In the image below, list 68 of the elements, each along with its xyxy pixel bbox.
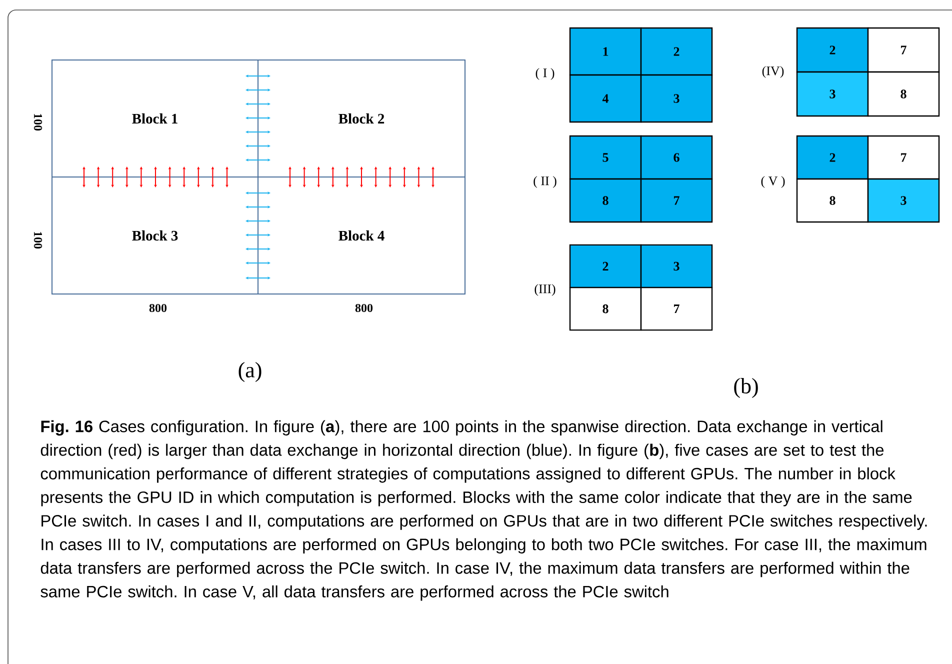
exchange-arrow [246, 276, 270, 280]
exchange-arrow [288, 166, 292, 188]
case-label: ( V ) [761, 176, 785, 188]
exchange-arrow [374, 166, 378, 188]
exchange-arrow [246, 219, 270, 223]
exchange-arrow [246, 233, 270, 237]
exchange-arrow [246, 144, 270, 148]
exchange-arrow [125, 166, 128, 188]
panel-label: (b) [734, 378, 758, 398]
exchange-arrow [168, 166, 172, 188]
exchange-arrow [246, 116, 270, 120]
block-region: Block 4 [258, 176, 466, 294]
grid-cell: 5 [569, 135, 642, 180]
grid-cell: 7 [867, 135, 940, 180]
exchange-arrow [317, 166, 320, 188]
panel-label: (a) [238, 362, 262, 382]
exchange-arrow [402, 166, 406, 188]
block-region: Block 1 [52, 60, 258, 178]
exchange-arrow [246, 158, 270, 162]
exchange-arrow [182, 166, 186, 188]
grid-cell: 2 [569, 244, 642, 288]
exchange-arrow [225, 166, 229, 188]
exchange-arrow [140, 166, 143, 188]
grid-cell: 3 [867, 178, 940, 223]
grid-cell: 7 [640, 178, 713, 223]
case-label: ( I ) [536, 68, 554, 80]
exchange-arrow [431, 166, 435, 188]
exchange-arrow [154, 166, 158, 188]
grid-cell: 8 [796, 178, 869, 223]
exchange-arrow [246, 247, 270, 251]
exchange-arrow [82, 166, 86, 188]
grid-cell: 1 [569, 27, 642, 76]
exchange-arrow [246, 74, 270, 78]
grid-cell: 7 [867, 27, 940, 73]
exchange-arrow [211, 166, 214, 188]
grid-cell: 3 [640, 244, 713, 288]
exchange-arrow [246, 261, 270, 265]
exchange-arrow [246, 88, 270, 92]
grid-cell: 8 [569, 178, 642, 223]
grid-cell: 8 [867, 71, 940, 117]
block-region: Block 3 [52, 176, 258, 294]
case-label: (IV) [762, 66, 784, 78]
grid-cell: 3 [640, 74, 713, 123]
exchange-arrow [96, 166, 100, 188]
block-region: Block 2 [258, 60, 466, 178]
case-label: ( II ) [534, 176, 556, 188]
grid-cell: 2 [640, 27, 713, 76]
exchange-arrow [417, 166, 420, 188]
exchange-arrow [111, 166, 114, 188]
exchange-arrow [246, 205, 270, 209]
exchange-arrow [331, 166, 334, 188]
grid-cell: 8 [569, 286, 642, 331]
caption: Fig. 16 Cases configuration. In figure (a), there are 100 points in the spanwise direction. Data exchange in vertical direction (red) is larger than data exchange in horizontal direction (blue). In figure (b), five cases are set to test the communication performance of different strategies of computations assigned to different GPUs. The number in block presents the GPU ID in which computation is performed. Blocks with the same color indicate that they are in the same PCIe switch. In cases I and II, computations are performed on GPUs that are in two different PCIe switches respectively. In cases III to IV, computations are performed on GPUs belonging to both two PCIe switches. For case III, the maximum data transfers are performed across the PCIe switch. In case IV, the maximum data transfers are performed within the same PCIe switch. In case V, all data transfers are performed across the PCIe switch [40, 420, 927, 601]
exchange-arrow [196, 166, 200, 188]
grid-cell: 6 [640, 135, 713, 180]
grid-cell: 3 [796, 71, 869, 117]
exchange-arrow [346, 166, 349, 188]
exchange-arrow [246, 130, 270, 134]
exchange-arrow [246, 191, 270, 195]
grid-cell: 7 [640, 286, 713, 331]
exchange-arrow [246, 102, 270, 106]
exchange-arrow [388, 166, 392, 188]
exchange-arrow [360, 166, 364, 188]
exchange-arrow [302, 166, 306, 188]
grid-cell: 4 [569, 74, 642, 123]
case-label: (III) [534, 284, 556, 296]
grid-cell: 2 [796, 135, 869, 180]
grid-cell: 2 [796, 27, 869, 73]
